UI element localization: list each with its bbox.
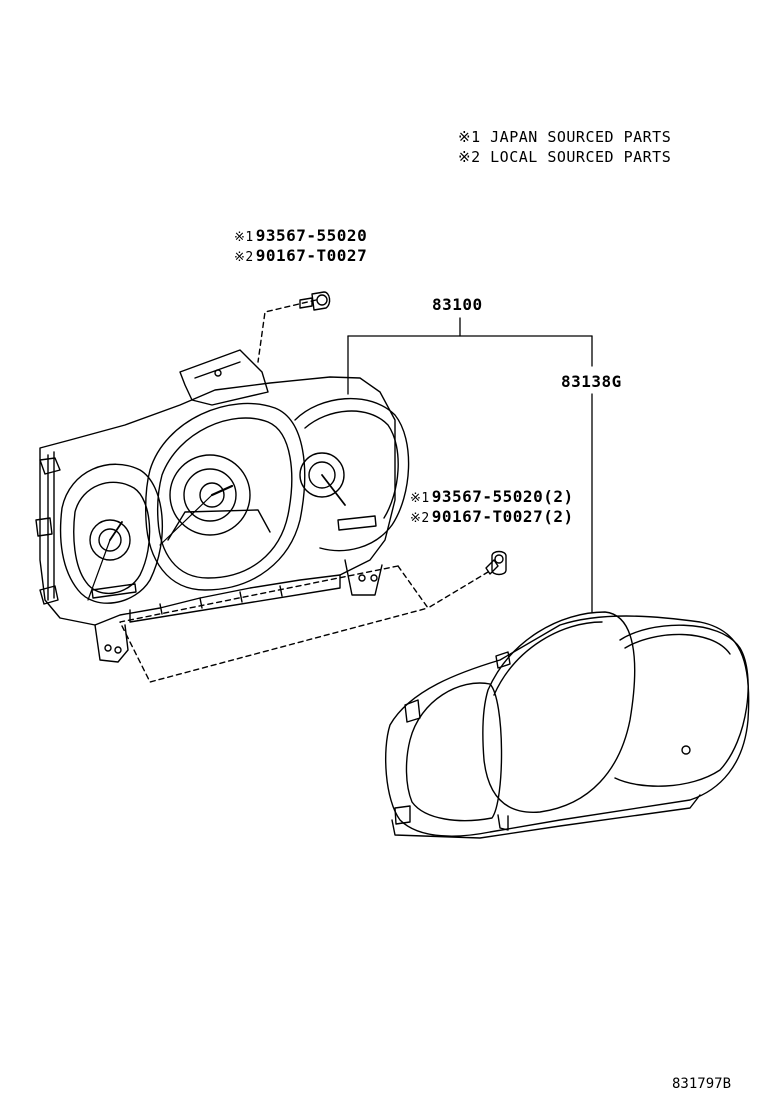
screw-top-number-2: 90167-T0027 [255, 246, 368, 265]
screw-right-number-1: 93567-55020(2) [431, 487, 574, 506]
callout-leader-lines [347, 317, 593, 613]
screw-top-mark-2: ※2 [234, 250, 254, 265]
screw-top-number-1: 93567-55020 [255, 226, 368, 245]
legend-item-japan: ※1 JAPAN SOURCED PARTS [458, 128, 671, 146]
combination-meter-assembly [35, 299, 489, 683]
diagram-reference-code: 831797B [672, 1076, 732, 1092]
screw-right-mark-1: ※1 [410, 491, 430, 506]
legend-text-japan: JAPAN SOURCED PARTS [490, 128, 672, 146]
screw-top-mark-1: ※1 [234, 230, 254, 245]
meter-glass-cover [384, 611, 750, 839]
legend-mark-2: ※2 [458, 148, 481, 166]
legend-item-local: ※2 LOCAL SOURCED PARTS [458, 148, 671, 166]
cluster-assembly-part: 83100 [432, 295, 483, 314]
screw-right-mark-2: ※2 [410, 511, 430, 526]
legend-text-local: LOCAL SOURCED PARTS [490, 148, 672, 166]
legend-mark-1: ※1 [458, 128, 481, 146]
screw-right-icon [485, 550, 507, 576]
screw-top-icon [299, 291, 331, 311]
glass-cover-part: 83138G [561, 372, 622, 391]
screw-right-number-2: 90167-T0027(2) [431, 507, 574, 526]
